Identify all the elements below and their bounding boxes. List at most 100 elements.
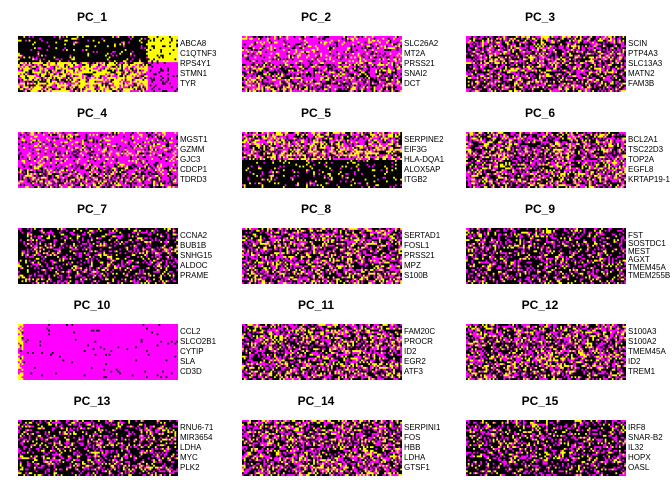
heatmap-cell bbox=[23, 77, 26, 80]
heatmap-cell bbox=[323, 80, 326, 83]
heatmap-cell bbox=[282, 37, 285, 41]
heatmap-cell bbox=[35, 56, 38, 59]
heatmap-cell bbox=[277, 69, 280, 72]
heatmap-cell bbox=[357, 45, 360, 48]
heatmap-cell bbox=[110, 71, 113, 74]
heatmap-cell bbox=[131, 60, 134, 63]
heatmap-cell bbox=[389, 67, 392, 70]
heatmap-cell bbox=[34, 39, 37, 42]
heatmap-cell bbox=[94, 43, 97, 46]
heatmap-cell bbox=[19, 84, 22, 87]
heatmap-cell bbox=[66, 41, 69, 44]
heatmap-cell bbox=[140, 47, 143, 50]
heatmap-cell bbox=[361, 73, 364, 76]
heatmap-cell bbox=[23, 50, 26, 54]
heatmap-cell bbox=[343, 75, 346, 78]
heatmap-cell bbox=[74, 56, 77, 59]
heatmap-cell bbox=[297, 54, 300, 57]
heatmap-cell bbox=[393, 67, 396, 70]
heatmap-cell bbox=[373, 37, 376, 41]
heatmap-cell bbox=[19, 75, 22, 78]
heatmap-cell bbox=[391, 41, 394, 44]
heatmap-cell bbox=[242, 75, 245, 78]
heatmap-cell bbox=[400, 49, 402, 52]
heatmap-cell bbox=[352, 39, 355, 42]
heatmap-cell bbox=[158, 82, 161, 85]
heatmap-cell bbox=[316, 54, 319, 57]
heatmap-cell bbox=[355, 69, 358, 72]
heatmap-cell bbox=[249, 56, 252, 59]
heatmap-cell bbox=[64, 45, 67, 48]
heatmap-cell bbox=[163, 52, 166, 55]
heatmap-cell bbox=[352, 49, 355, 52]
heatmap-cell bbox=[354, 45, 357, 48]
heatmap-cell bbox=[37, 78, 40, 82]
heatmap-cell bbox=[144, 71, 147, 74]
heatmap-cell bbox=[48, 43, 51, 46]
heatmap-cell bbox=[138, 64, 141, 67]
heatmap-cell bbox=[60, 45, 63, 48]
heatmap-cell bbox=[400, 36, 402, 39]
heatmap-cell bbox=[135, 56, 138, 59]
heatmap-cell bbox=[62, 64, 65, 67]
heatmap-cell bbox=[270, 39, 273, 42]
heatmap-cell bbox=[154, 41, 157, 44]
heatmap-cell bbox=[101, 75, 104, 78]
heatmap-cell bbox=[60, 86, 63, 89]
heatmap-cell bbox=[160, 47, 163, 50]
heatmap-cell bbox=[327, 60, 330, 63]
heatmap-cell bbox=[313, 54, 316, 57]
heatmap-cell bbox=[105, 73, 108, 76]
heatmap-cell bbox=[243, 71, 246, 74]
heatmap-cell bbox=[277, 75, 280, 78]
heatmap-cell bbox=[268, 71, 271, 74]
heatmap-cell bbox=[378, 45, 381, 48]
heatmap-cell bbox=[103, 52, 106, 55]
heatmap-cell bbox=[76, 37, 79, 41]
heatmap-cell bbox=[293, 52, 296, 55]
heatmap-cell bbox=[137, 77, 140, 80]
heatmap-cell bbox=[172, 84, 175, 87]
heatmap-cell bbox=[256, 80, 259, 83]
heatmap-cell bbox=[160, 71, 163, 74]
heatmap-cell bbox=[266, 43, 269, 46]
heatmap-cell bbox=[295, 71, 298, 74]
heatmap-cell bbox=[32, 62, 35, 65]
heatmap-cell bbox=[96, 60, 99, 63]
heatmap-cell bbox=[320, 41, 323, 44]
heatmap-cell bbox=[114, 80, 117, 83]
heatmap-cell bbox=[302, 73, 305, 76]
heatmap-cell bbox=[162, 54, 165, 57]
heatmap-cell bbox=[327, 37, 330, 41]
heatmap-cell bbox=[82, 45, 85, 48]
heatmap-cell bbox=[174, 69, 177, 72]
heatmap-cell bbox=[370, 67, 373, 70]
heatmap-cell bbox=[121, 54, 124, 57]
heatmap-cell bbox=[101, 77, 104, 80]
heatmap-cell bbox=[309, 47, 312, 50]
heatmap-cell bbox=[174, 67, 177, 70]
heatmap-cell bbox=[25, 41, 28, 44]
heatmap-cell bbox=[250, 73, 253, 76]
heatmap-cell bbox=[167, 47, 170, 50]
heatmap-cell bbox=[99, 56, 102, 59]
heatmap-cell bbox=[151, 60, 154, 63]
heatmap-cell bbox=[71, 82, 74, 85]
heatmap-cell bbox=[46, 64, 49, 67]
heatmap-cell bbox=[142, 82, 145, 85]
heatmap-cell bbox=[25, 75, 28, 78]
heatmap-cell bbox=[250, 52, 253, 55]
heatmap-cell bbox=[295, 80, 298, 83]
heatmap-cell bbox=[270, 47, 273, 50]
heatmap-cell bbox=[298, 60, 301, 63]
heatmap-cell bbox=[137, 88, 140, 91]
heatmap-cell bbox=[378, 58, 381, 61]
heatmap-cell bbox=[396, 73, 399, 76]
heatmap-cell bbox=[293, 80, 296, 83]
heatmap-cell bbox=[281, 41, 284, 44]
heatmap-cell bbox=[149, 64, 152, 67]
heatmap-cell bbox=[115, 71, 118, 74]
heatmap-cell bbox=[343, 65, 346, 69]
heatmap-cell bbox=[391, 69, 394, 72]
heatmap-cell bbox=[99, 88, 102, 91]
